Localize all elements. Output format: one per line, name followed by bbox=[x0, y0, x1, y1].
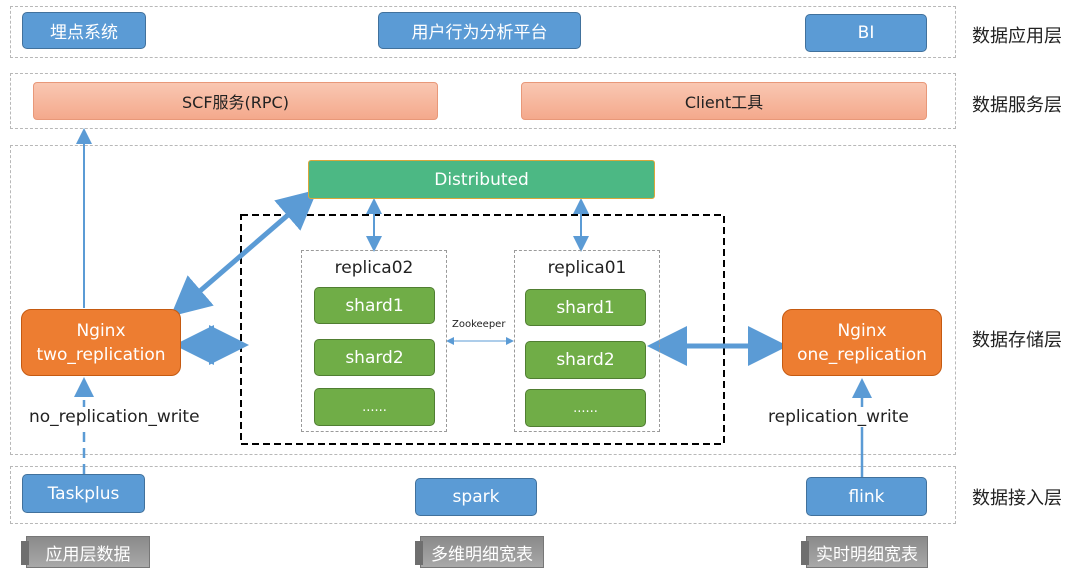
replica01-shard-more: ...... bbox=[525, 389, 646, 427]
replica02-frame bbox=[301, 250, 447, 432]
layer-label-service: 数据服务层 bbox=[972, 95, 1062, 116]
layer-label-storage: 数据存储层 bbox=[972, 330, 1062, 351]
layer-label-application: 数据应用层 bbox=[972, 26, 1062, 47]
tag-realtime-wide-label: 实时明细宽表 bbox=[816, 544, 918, 565]
replica01-title: replica01 bbox=[547, 258, 627, 278]
tag-app-layer-data: 应用层数据 bbox=[21, 536, 150, 568]
nginx-left-subtitle: two_replication bbox=[36, 344, 166, 365]
storage-layer-frame bbox=[10, 145, 956, 455]
nginx-right-subtitle: one_replication bbox=[797, 344, 927, 365]
user-behavior-platform-box: 用户行为分析平台 bbox=[378, 12, 581, 49]
nginx-two-replication-box: Nginx two_replication bbox=[21, 309, 181, 376]
distributed-table-box: Distributed bbox=[308, 160, 655, 199]
no-replication-write-label: no_replication_write bbox=[29, 407, 200, 427]
tag-fold-middle bbox=[415, 541, 423, 565]
nginx-right-title: Nginx bbox=[837, 320, 887, 341]
replica01-shard1: shard1 bbox=[525, 289, 646, 326]
taskplus-box: Taskplus bbox=[22, 474, 145, 513]
bi-box: BI bbox=[805, 14, 927, 52]
layer-label-ingestion: 数据接入层 bbox=[972, 488, 1062, 509]
replica02-shard2: shard2 bbox=[314, 339, 435, 376]
tracking-system-box: 埋点系统 bbox=[22, 12, 146, 49]
client-tool-box: Client工具 bbox=[521, 82, 927, 120]
replica02-shard-more: ...... bbox=[314, 388, 435, 426]
ingestion-layer-frame bbox=[10, 466, 956, 524]
nginx-left-title: Nginx bbox=[76, 320, 126, 341]
service-layer-frame bbox=[10, 73, 956, 129]
replica01-frame bbox=[514, 250, 660, 432]
replication-write-label: replication_write bbox=[768, 407, 909, 427]
zookeeper-label: Zookeeper bbox=[452, 319, 506, 330]
tag-app-layer-data-label: 应用层数据 bbox=[45, 544, 131, 565]
tag-realtime-wide: 实时明细宽表 bbox=[801, 536, 928, 568]
replica02-shard1: shard1 bbox=[314, 287, 435, 324]
flink-box: flink bbox=[806, 477, 927, 516]
application-layer-frame bbox=[10, 6, 956, 58]
tag-fold-left bbox=[21, 541, 29, 565]
replica01-shard2: shard2 bbox=[525, 341, 646, 379]
tag-fold-right bbox=[801, 541, 809, 565]
replica02-title: replica02 bbox=[334, 258, 414, 278]
tag-multi-dim-wide: 多维明细宽表 bbox=[415, 536, 544, 568]
spark-box: spark bbox=[415, 478, 537, 516]
nginx-one-replication-box: Nginx one_replication bbox=[782, 309, 942, 376]
tag-multi-dim-wide-label: 多维明细宽表 bbox=[431, 544, 533, 565]
scf-service-box: SCF服务(RPC) bbox=[33, 82, 438, 120]
